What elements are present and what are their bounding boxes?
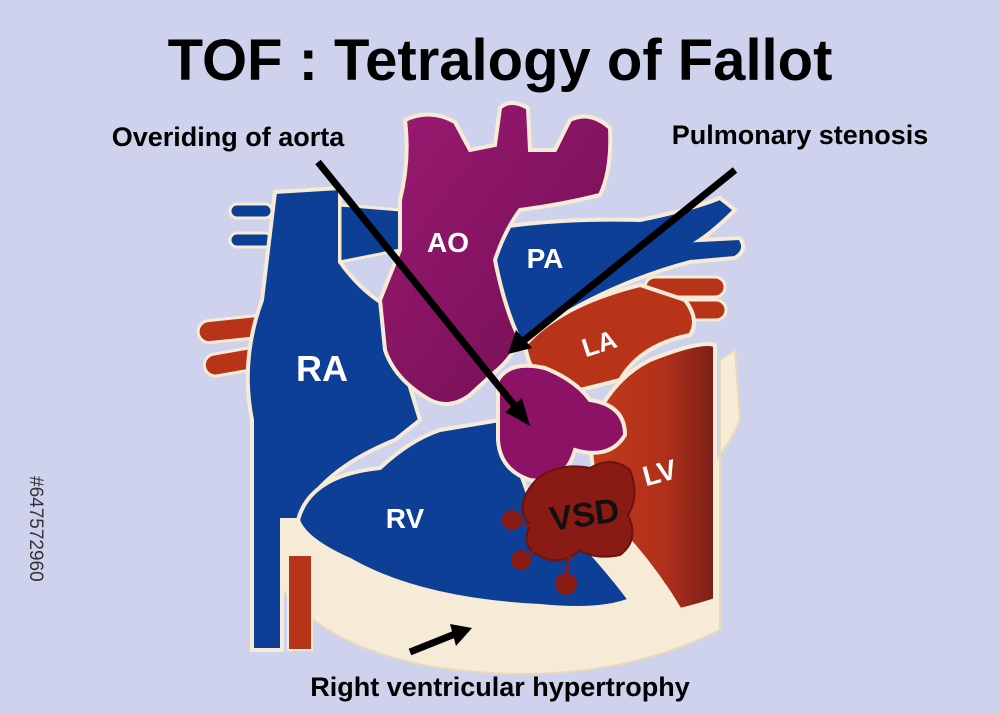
arrow-pulmonary-stenosis — [508, 167, 738, 354]
stock-id-watermark: #647572960 — [25, 476, 46, 582]
vsd-blob — [521, 461, 636, 562]
inferior-vena-cava — [287, 554, 313, 651]
aortic-root — [496, 363, 628, 483]
right-ventricle — [295, 417, 634, 610]
callout-pulmonary-stenosis: Pulmonary stenosis — [672, 120, 929, 150]
callout-overriding-aorta: Overiding of aorta — [112, 122, 346, 152]
label-rv: RV — [386, 503, 425, 534]
arrow-overriding-aorta — [315, 159, 530, 426]
page-title: TOF : Tetralogy of Fallot — [168, 28, 833, 93]
callout-rv-hypertrophy: Right ventricular hypertrophy — [310, 672, 690, 702]
aorta — [377, 101, 613, 406]
arrow-rv-hypertrophy — [408, 624, 472, 656]
label-ra: RA — [296, 348, 348, 389]
label-ao: AO — [427, 227, 469, 258]
label-pa: PA — [527, 243, 564, 274]
vsd-droplets — [502, 510, 577, 595]
